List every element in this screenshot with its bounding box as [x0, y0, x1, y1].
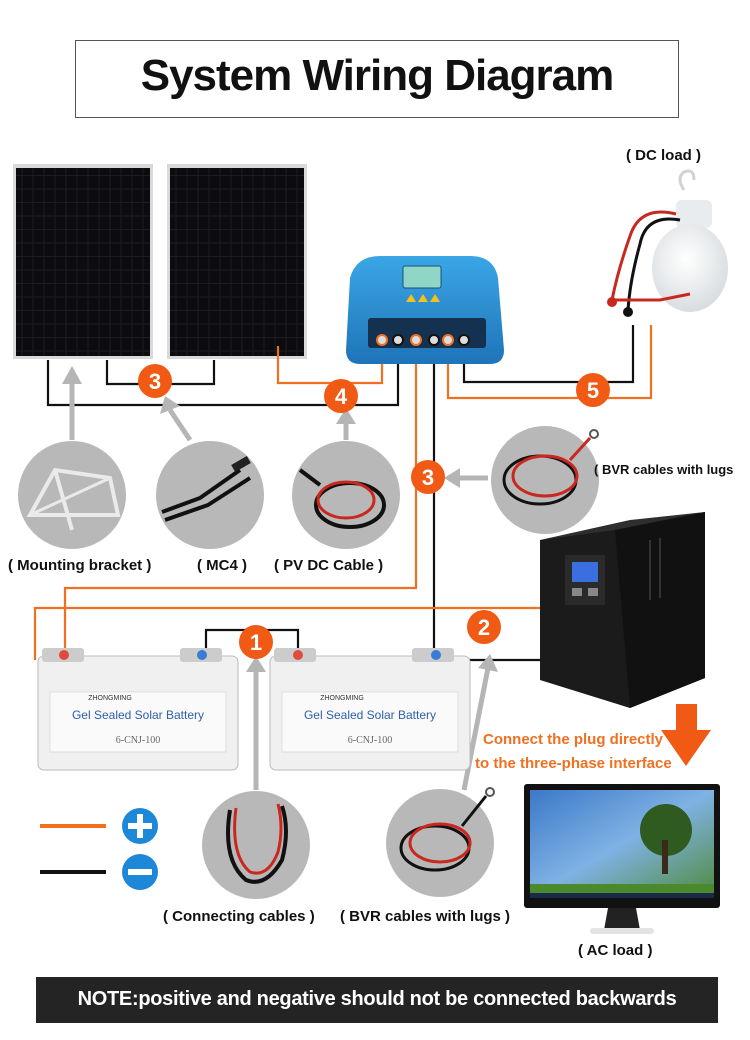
battery-right-model: 6-CNJ-100: [348, 735, 392, 746]
label-mc4: ( MC4 ): [197, 557, 247, 574]
battery-left-brand: ZHONGMING: [88, 695, 132, 702]
title-box: System Wiring Diagram: [75, 40, 679, 118]
pv-dc-cable-image: [292, 441, 400, 549]
label-ac-load: ( AC load ): [578, 942, 653, 959]
solar-panel-left: [13, 164, 153, 359]
mounting-bracket-image: [18, 441, 126, 549]
step-4: 4: [335, 384, 348, 409]
step-1: 1: [250, 630, 262, 655]
label-mounting-bracket: ( Mounting bracket ): [8, 557, 152, 574]
step-markers: [138, 364, 610, 659]
solar-panel-right: [167, 164, 307, 359]
battery-right-name: Gel Sealed Solar Battery: [304, 708, 436, 722]
step-3-panels: 3: [149, 369, 161, 394]
step-2: 2: [478, 615, 490, 640]
note-text: NOTE:positive and negative should not be…: [77, 988, 677, 1010]
note-banner: NOTE:positive and negative should not be…: [36, 977, 718, 1023]
charge-controller: [346, 256, 504, 364]
connecting-cables-image: [202, 791, 310, 899]
step-5: 5: [587, 378, 599, 403]
down-arrow: [661, 704, 711, 766]
bvr-cables-right-image: [491, 426, 599, 534]
connect-plug-line2: to the three-phase interface: [475, 755, 672, 772]
battery-left: [37, 648, 239, 771]
battery-right-brand: ZHONGMING: [320, 695, 364, 702]
label-dc-load: ( DC load ): [626, 147, 701, 164]
inverter: [540, 512, 705, 708]
battery-left-model: 6-CNJ-100: [116, 735, 160, 746]
battery-left-name: Gel Sealed Solar Battery: [72, 708, 204, 722]
label-bvr-cables-right: ( BVR cables with lugs: [594, 462, 734, 477]
battery-right: [269, 648, 471, 771]
label-bvr-cables-bottom: ( BVR cables with lugs ): [340, 908, 511, 925]
dc-load-bulb: [607, 169, 728, 317]
accessory-arrowheads: [62, 366, 498, 672]
ac-load-monitor: [524, 784, 720, 934]
label-connecting-cables: ( Connecting cables ): [163, 908, 315, 925]
label-pv-dc-cable: ( PV DC Cable ): [274, 557, 384, 574]
connect-plug-line1: Connect the plug directly: [483, 731, 664, 748]
diagram-title: System Wiring Diagram: [140, 51, 615, 100]
mc4-connectors-image: [156, 441, 264, 549]
bvr-cables-bottom-image: [386, 787, 495, 897]
accessory-arrows: [69, 380, 491, 791]
step-3-battery: 3: [422, 465, 434, 490]
